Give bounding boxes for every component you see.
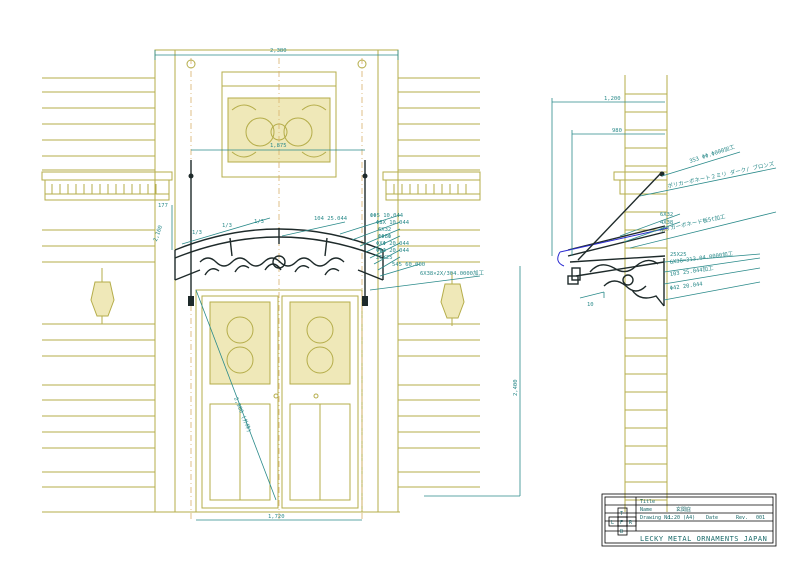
side-view: 1,200 980 10 353 ΦΦ.Φ000加工 ポリカーボネート２ミリ ダ… (551, 75, 777, 512)
date-label: Date (706, 515, 718, 521)
front-dimensions: 2,380 1,875 1,720 177 2,100 1/3 1/3 1/3 … (153, 48, 521, 521)
dim-overall-width: 2,380 (270, 48, 287, 54)
rev-value: 001 (756, 515, 765, 521)
side-callout-4: 4Х38 (660, 220, 673, 226)
left-lantern (90, 268, 115, 324)
side-callout-8: 103 25.044加工 (669, 264, 714, 278)
drawing-no-value: 1:20 (A4) (668, 515, 695, 521)
dim-third-c: 1/3 (254, 219, 264, 225)
dim-2100: 2,100 (153, 225, 164, 243)
letter-l: L (611, 520, 614, 526)
name-value: 玄関庇 (676, 506, 691, 513)
front-callouts: ФΦ5 10.044 Φ8Х 10.044 6Х32 ФΦ8Ф ΦΧΦ 20.0… (339, 213, 484, 291)
letter-b: B (620, 529, 623, 535)
front-callout-7: 25Х25 (376, 255, 393, 261)
dim-third-b: 1/3 (222, 223, 232, 229)
title-block: T L F R B Title Name 玄関庇 Drawing No. 1:2… (601, 493, 777, 547)
title-label: Title (640, 499, 655, 505)
name-label: Name (640, 507, 652, 513)
front-callout-6: ΦΦФ 20.044 (376, 248, 410, 254)
front-facade (41, 49, 481, 520)
left-cornice (41, 171, 173, 201)
front-canopy (174, 160, 384, 306)
dim-door-width: 1,720 (268, 514, 285, 520)
front-callout-1: ФΦ5 10.044 (370, 213, 404, 219)
right-lantern (440, 272, 465, 326)
side-callout-6: 25Х25 (670, 252, 687, 258)
front-callout-4: ФΦ8Ф (378, 234, 392, 240)
side-callout-1: 353 ΦΦ.Φ000加工 (688, 142, 736, 164)
mid-callout: 104 25.044 (314, 216, 348, 222)
company-name: LECKY METAL ORNAMENTS JAPAN (640, 535, 767, 543)
right-cornice (382, 171, 481, 201)
front-callout-5: ΦΧΦ 20.044 (376, 241, 410, 247)
side-dim-projection: 1,200 (604, 96, 621, 102)
dim-height-total: 2,400 (513, 379, 519, 396)
left-wall-siding (42, 77, 400, 513)
drawing-no-label: Drawing No. (640, 515, 673, 521)
side-wall (613, 75, 668, 512)
dim-177: 177 (158, 203, 168, 209)
dim-diagonal: 2,900 (外枠) (232, 396, 253, 434)
front-callout-3: 6Х32 (378, 227, 391, 233)
side-callout-3: 6Х32 (660, 212, 673, 218)
side-dim-inner: 980 (612, 128, 622, 134)
side-callout-9: Φ42 20.044 (669, 281, 703, 292)
side-canopy (557, 171, 669, 307)
front-callout-9: 6Х38×2X/304.0000加工 (420, 269, 484, 277)
letter-r: R (629, 520, 633, 526)
double-door (195, 289, 363, 513)
front-callout-8: 545 60.000 (392, 262, 425, 268)
dim-third-a: 1/3 (192, 230, 202, 236)
letter-f: F (620, 520, 623, 526)
dim-canopy-width: 1,875 (270, 143, 287, 149)
rev-label: Rev. (736, 515, 748, 521)
letter-t: T (620, 511, 623, 517)
side-callout-2: ポリカーボネート２ミリ ダーク/ ブロンズ (667, 159, 776, 190)
side-dim-slope: 10 (587, 302, 594, 308)
front-callout-2: Φ8Х 10.044 (376, 220, 410, 226)
right-wall-siding (398, 77, 480, 488)
